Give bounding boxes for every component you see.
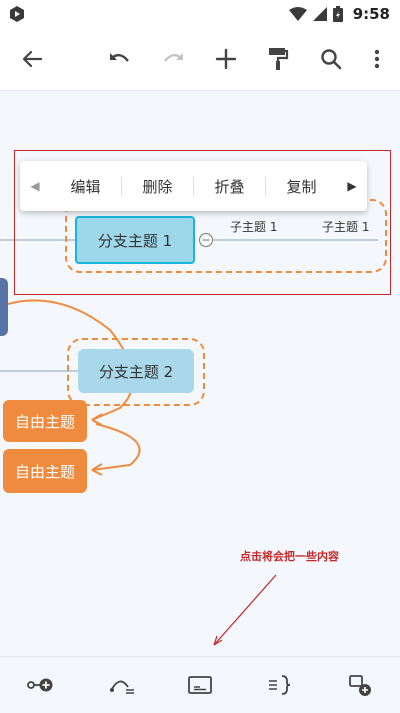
boundary-icon[interactable] — [258, 657, 302, 713]
format-painter-icon[interactable] — [258, 28, 298, 90]
add-icon[interactable] — [206, 28, 246, 90]
floating-topic-2[interactable]: 自由主题 — [3, 449, 87, 493]
redo-icon[interactable] — [153, 28, 193, 90]
floating-topic-1-label: 自由主题 — [14, 412, 75, 431]
undo-icon[interactable] — [100, 28, 140, 90]
summary-box-icon[interactable] — [178, 657, 222, 713]
branch-topic-1[interactable]: 分支主题 1 — [75, 216, 195, 264]
wifi-icon — [288, 7, 307, 21]
highlight-box — [14, 150, 391, 295]
branch-topic-2-label: 分支主题 2 — [98, 362, 174, 381]
branch-topic-2[interactable]: 分支主题 2 — [78, 349, 194, 393]
menu-item-edit[interactable]: 编辑 — [70, 177, 101, 196]
root-topic-edge[interactable] — [0, 278, 8, 336]
menu-divider — [193, 177, 194, 195]
add-relation-icon[interactable] — [100, 657, 144, 713]
menu-divider — [121, 177, 122, 195]
add-floating-topic-icon[interactable] — [338, 657, 382, 713]
status-bar: 9:58 — [0, 0, 400, 28]
annotation-text: 点击将会把一些内容 — [240, 550, 339, 563]
battery-icon — [332, 6, 343, 22]
search-icon[interactable] — [311, 28, 351, 90]
menu-divider — [265, 177, 266, 195]
caret-right-icon[interactable]: ▶ — [347, 179, 357, 193]
subtopic-1[interactable]: 子主题 1 — [230, 220, 278, 234]
menu-item-delete[interactable]: 删除 — [142, 177, 173, 196]
caret-left-icon[interactable]: ◀ — [30, 179, 40, 193]
menu-item-fold[interactable]: 折叠 — [214, 177, 245, 196]
floating-topic-1[interactable]: 自由主题 — [3, 400, 87, 442]
signal-icon — [312, 7, 327, 21]
floating-topic-2-label: 自由主题 — [14, 462, 75, 481]
app-logo-icon — [8, 5, 26, 23]
bottom-toolbar — [0, 656, 400, 713]
menu-item-copy[interactable]: 复制 — [286, 177, 317, 196]
branch-topic-1-label: 分支主题 1 — [97, 231, 173, 250]
collapse-toggle-icon[interactable] — [198, 232, 214, 248]
add-child-node-icon[interactable] — [18, 657, 62, 713]
subtopic-2[interactable]: 子主题 1 — [322, 220, 370, 234]
more-vert-icon[interactable] — [357, 28, 397, 90]
back-arrow-icon[interactable] — [12, 28, 52, 90]
top-toolbar — [0, 28, 400, 91]
status-time: 9:58 — [352, 5, 390, 23]
context-menu: ◀ 编辑 删除 折叠 复制 ▶ — [20, 161, 367, 211]
